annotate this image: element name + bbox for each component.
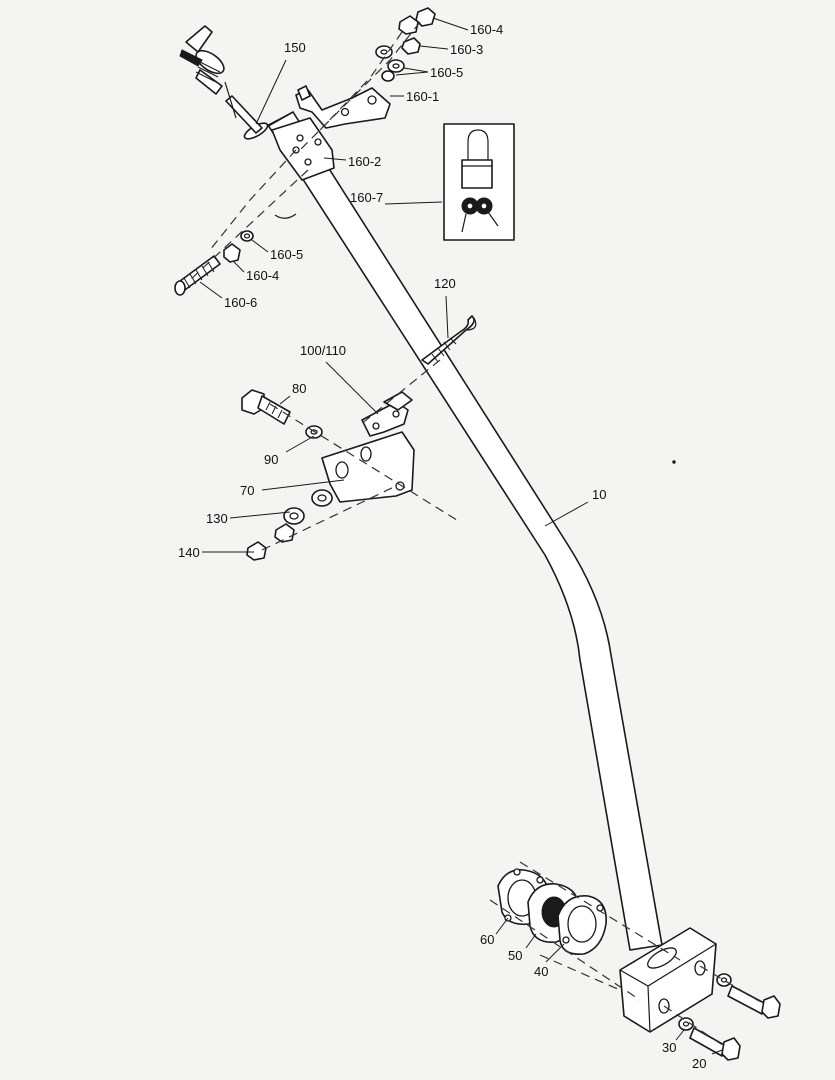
stud-160-6: [174, 230, 254, 296]
callout-100-110: 100/110: [300, 343, 346, 358]
callout-140: 140: [178, 545, 200, 560]
callout-30: 30: [662, 1040, 676, 1055]
nut-140: [246, 541, 267, 561]
callout-160-7: 160-7: [350, 190, 383, 205]
callout-160-6: 160-6: [224, 295, 257, 310]
stray-dot: [672, 460, 676, 464]
bolt-80: [241, 389, 291, 425]
callout-120: 120: [434, 276, 456, 291]
callout-labels: 160-4 150 160-3 160-5 160-1 160-2 160-7 …: [178, 22, 706, 1071]
callout-80: 80: [292, 381, 306, 396]
callout-40: 40: [534, 964, 548, 979]
top-hardware-stack: [375, 7, 436, 82]
leader-lines: [199, 17, 723, 1055]
callout-70: 70: [240, 483, 254, 498]
callout-160-5-top: 160-5: [430, 65, 463, 80]
callout-160-5-low: 160-5: [270, 247, 303, 262]
callout-160-4-top: 160-4: [470, 22, 503, 37]
bottom-mount-block: [619, 927, 717, 1033]
clamp-100-110: [361, 391, 413, 437]
callout-60: 60: [480, 932, 494, 947]
callout-20: 20: [692, 1056, 706, 1071]
bolt-20: [678, 1017, 741, 1061]
callout-160-1: 160-1: [406, 89, 439, 104]
dipstick-rod: [179, 25, 263, 134]
washer-130: [274, 489, 333, 543]
padlock-inset: [443, 123, 515, 241]
assembly-dashed-lines: [189, 21, 765, 1047]
callout-160-3: 160-3: [450, 42, 483, 57]
callout-90: 90: [264, 452, 278, 467]
callout-10: 10: [592, 487, 606, 502]
u-bolt-120: [421, 315, 477, 365]
bracket-70: [321, 431, 415, 503]
bolt-upper: [716, 973, 781, 1019]
flange-40: [557, 895, 607, 956]
bracket-160-1: [295, 85, 391, 129]
callout-160-2: 160-2: [348, 154, 381, 169]
callout-130: 130: [206, 511, 228, 526]
callout-160-4-low: 160-4: [246, 268, 279, 283]
callout-50: 50: [508, 948, 522, 963]
callout-150: 150: [284, 40, 306, 55]
